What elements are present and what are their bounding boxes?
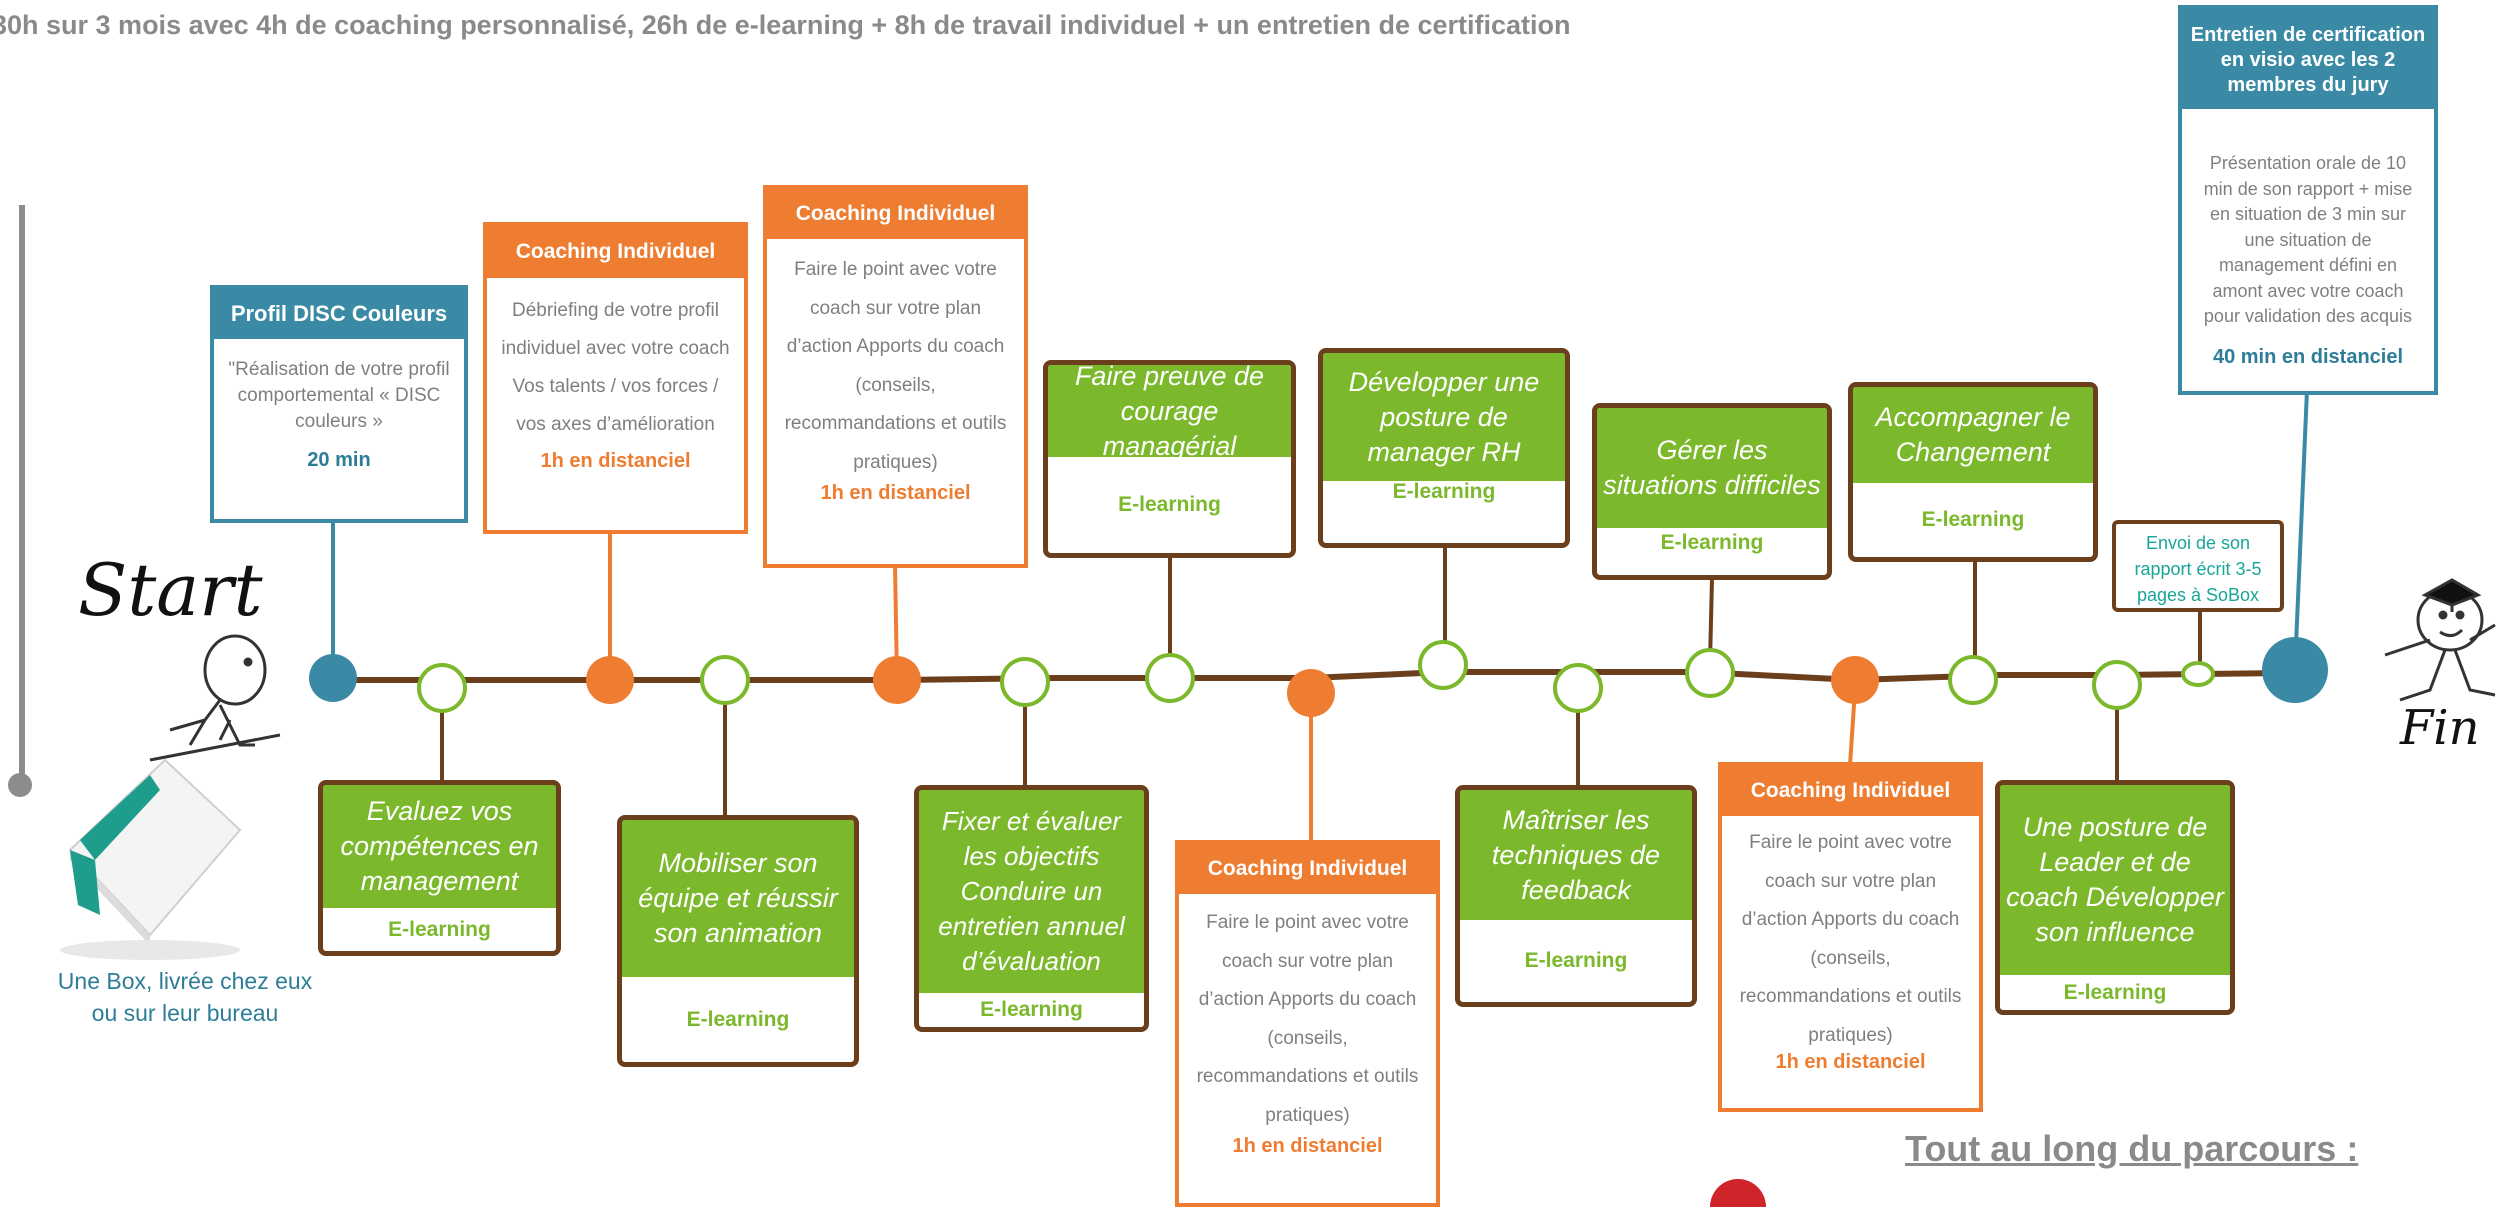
module-card-1: Evaluez vos compétences en management E-… xyxy=(318,780,561,956)
coaching-3-duration: 1h en distanciel xyxy=(1232,1135,1383,1157)
module-6-title: Maîtriser les techniques de feedback xyxy=(1460,790,1692,920)
coaching-2-title: Coaching Individuel xyxy=(767,189,1024,239)
coaching-1-duration: 1h en distanciel xyxy=(540,450,691,472)
bottom-red-mark xyxy=(1710,1179,1766,1207)
node-coaching3 xyxy=(1287,669,1335,717)
node-coaching1 xyxy=(586,656,634,704)
connector-certif xyxy=(2293,389,2309,669)
module-3-elearning: E-learning xyxy=(980,998,1083,1021)
coaching-4-body: Faire le point avec votre coach sur votr… xyxy=(1739,832,1962,1046)
module-card-4: Faire preuve de courage managérial E-lea… xyxy=(1043,360,1296,558)
report-card: Envoi de son rapport écrit 3-5 pages à S… xyxy=(2112,520,2284,612)
module-6-elearning: E-learning xyxy=(1524,949,1628,972)
coaching-2-body: Faire le point avec votre coach sur votr… xyxy=(784,259,1007,473)
node-coaching4 xyxy=(1831,656,1879,704)
coaching-2-duration: 1h en distanciel xyxy=(820,482,971,504)
certification-duration: 40 min en distanciel xyxy=(2212,345,2404,368)
module-4-title: Faire preuve de courage managérial xyxy=(1048,365,1291,461)
coaching-4-title: Coaching Individuel xyxy=(1722,766,1979,816)
disc-duration: 20 min xyxy=(307,449,371,471)
coaching-card-3: Coaching Individuel Faire le point avec … xyxy=(1175,840,1440,1207)
coaching-1-body: Débriefing de votre profil individuel av… xyxy=(501,300,730,435)
certification-body: Présentation orale de 10 min de son rapp… xyxy=(2203,153,2413,326)
certification-card: Entretien de certification en visio avec… xyxy=(2178,5,2438,395)
module-1-elearning: E-learning xyxy=(388,917,491,941)
module-card-3: Fixer et évaluer les objectifs Conduire … xyxy=(914,785,1149,1032)
module-card-7: Gérer les situations difficiles E-learni… xyxy=(1592,403,1832,580)
module-card-8: Accompagner le Changement E-learning xyxy=(1848,382,2098,562)
module-1-title: Evaluez vos compétences en management xyxy=(323,785,556,908)
module-4-elearning: E-learning xyxy=(1118,493,1221,516)
left-progress-knob xyxy=(8,773,32,797)
module-2-title: Mobiliser son équipe et réussir son anim… xyxy=(622,820,854,977)
module-3-title: Fixer et évaluer les objectifs Conduire … xyxy=(919,790,1144,993)
node-m5 xyxy=(1418,640,1468,690)
node-start xyxy=(309,654,357,702)
disc-title: Profil DISC Couleurs xyxy=(214,289,464,339)
module-2-elearning: E-learning xyxy=(686,1007,790,1031)
node-m1 xyxy=(417,663,467,713)
box-caption: Une Box, livrée chez eux ou sur leur bur… xyxy=(57,968,313,1026)
fin-graduate-illustration xyxy=(2384,578,2496,702)
module-7-title: Gérer les situations difficiles xyxy=(1597,408,1827,528)
disc-body: "Réalisation de votre profil comportemen… xyxy=(228,359,450,432)
node-m9 xyxy=(2092,660,2142,710)
start-label: Start xyxy=(78,548,263,632)
node-m2 xyxy=(700,655,750,705)
node-m7 xyxy=(1685,648,1735,698)
module-5-elearning: E-learning xyxy=(1392,480,1496,503)
module-card-6: Maîtriser les techniques de feedback E-l… xyxy=(1455,785,1697,1007)
module-card-9: Une posture de Leader et de coach Dévelo… xyxy=(1995,780,2235,1015)
module-5-title: Développer une posture de manager RH xyxy=(1323,353,1565,481)
module-card-2: Mobiliser son équipe et réussir son anim… xyxy=(617,815,859,1067)
module-8-elearning: E-learning xyxy=(1921,508,2025,531)
certification-title: Entretien de certification en visio avec… xyxy=(2182,9,2434,109)
box-illustration xyxy=(60,758,242,960)
coaching-card-2: Coaching Individuel Faire le point avec … xyxy=(763,185,1028,568)
start-runner-illustration xyxy=(149,634,281,762)
node-fin xyxy=(2262,637,2328,703)
coaching-3-body: Faire le point avec votre coach sur votr… xyxy=(1196,912,1419,1126)
module-9-elearning: E-learning xyxy=(2063,980,2167,1004)
node-m6 xyxy=(1553,663,1603,713)
fin-label: Fin xyxy=(2400,700,2480,756)
module-card-5: Développer une posture de manager RH E-l… xyxy=(1318,348,1570,548)
coaching-3-title: Coaching Individuel xyxy=(1179,844,1436,894)
node-m8 xyxy=(1948,655,1998,705)
coaching-4-duration: 1h en distanciel xyxy=(1775,1051,1926,1073)
node-m4 xyxy=(1145,653,1195,703)
disc-profile-card: Profil DISC Couleurs "Réalisation de vot… xyxy=(210,285,468,523)
module-8-title: Accompagner le Changement xyxy=(1853,387,2093,483)
node-rapport xyxy=(2181,661,2215,687)
throughout-heading: Tout au long du parcours : xyxy=(1905,1128,2359,1169)
module-7-elearning: E-learning xyxy=(1660,531,1764,554)
coaching-1-title: Coaching Individuel xyxy=(487,226,744,278)
page-title: 30h sur 3 mois avec 4h de coaching perso… xyxy=(0,10,1571,40)
node-coaching2 xyxy=(873,656,921,704)
coaching-card-4: Coaching Individuel Faire le point avec … xyxy=(1718,762,1983,1112)
coaching-card-1: Coaching Individuel Débriefing de votre … xyxy=(483,222,748,534)
module-9-title: Une posture de Leader et de coach Dévelo… xyxy=(2000,785,2230,975)
node-m3 xyxy=(1000,657,1050,707)
